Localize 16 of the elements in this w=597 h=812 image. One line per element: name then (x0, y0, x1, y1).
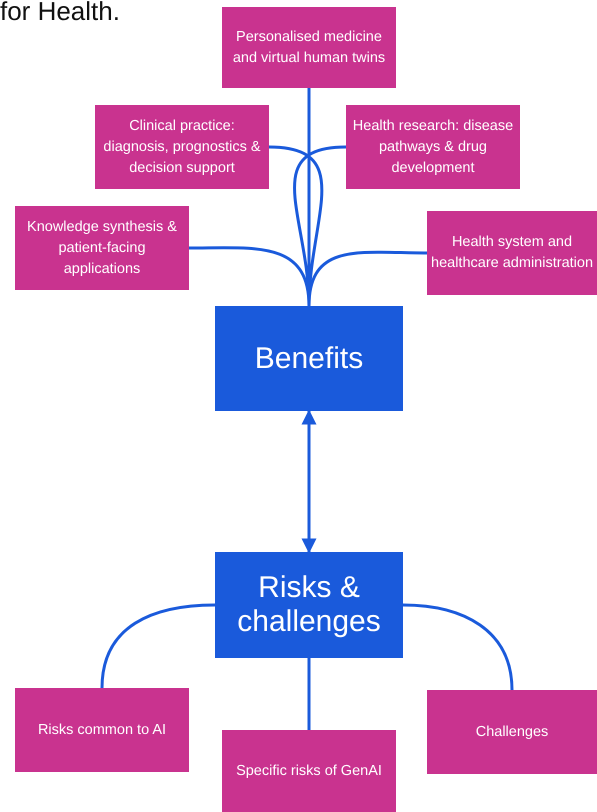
connector (308, 250, 428, 306)
topic-box: Health research: disease pathways & drug development (346, 105, 520, 189)
connector (302, 410, 316, 554)
connector (308, 658, 310, 730)
category-box: Benefits (215, 306, 403, 411)
connector (402, 604, 514, 690)
heading-fragment: for Health. (0, 0, 120, 26)
topic-box: Clinical practice: diagnosis, prognostics & decision support (95, 105, 269, 189)
topic-box: Specific risks of GenAI (222, 730, 396, 812)
topic-box: Challenges (427, 690, 597, 774)
connector (100, 604, 216, 688)
topic-box: Health system and healthcare administration (427, 211, 597, 295)
category-box: Risks & challenges (215, 552, 403, 658)
topic-box: Risks common to AI (15, 688, 189, 772)
topic-box: Knowledge synthesis & patient-facing applications (15, 206, 189, 290)
topic-box: Personalised medicine and virtual human twins (222, 7, 396, 88)
